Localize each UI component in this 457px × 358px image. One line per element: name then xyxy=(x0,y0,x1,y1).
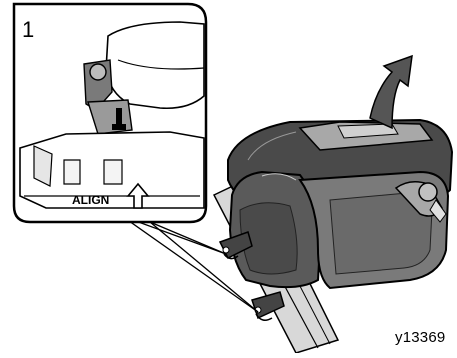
rear-seat xyxy=(228,120,452,288)
detail-callout: ALIGN xyxy=(14,4,206,222)
step-number: 1 xyxy=(22,17,34,43)
figure-id: y13369 xyxy=(395,329,445,346)
lift-arrow-icon xyxy=(370,56,412,128)
align-label: ALIGN xyxy=(72,193,109,207)
